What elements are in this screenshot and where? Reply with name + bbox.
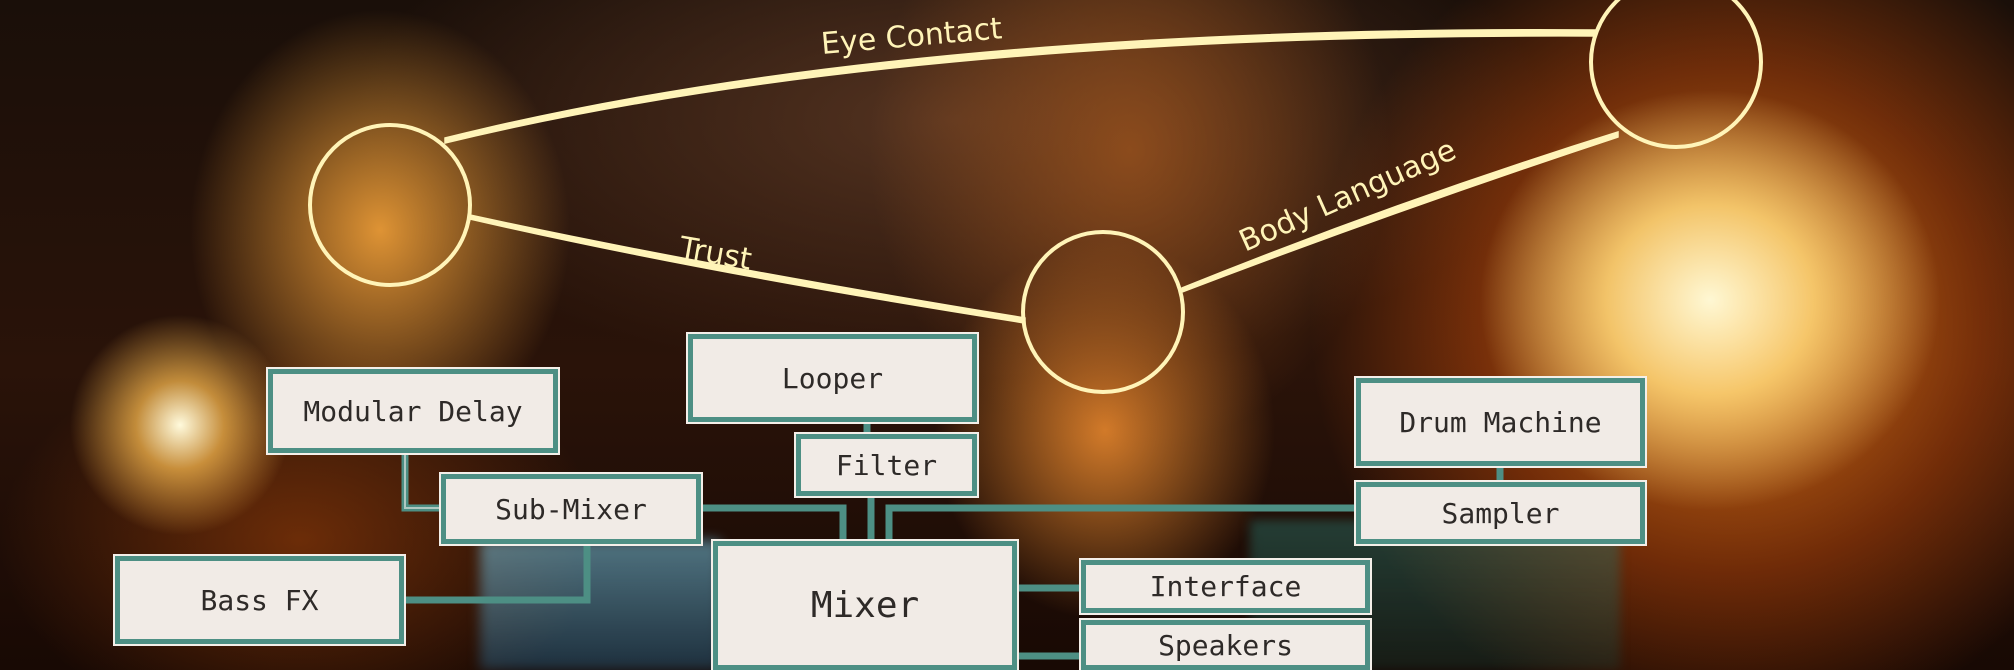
node-looper: Looper: [686, 332, 979, 424]
performer-left-circle: [308, 123, 472, 287]
connector-submixer-mixer: [699, 504, 847, 540]
connector-sampler-mixer: [885, 504, 1358, 540]
node-sub-mixer: Sub-Mixer: [439, 472, 703, 546]
performer-center-circle: [1021, 230, 1185, 394]
relation-line-body-language: [1181, 130, 1619, 294]
node-sampler: Sampler: [1354, 480, 1647, 546]
connector-delay-submixer: [401, 448, 444, 512]
node-speakers: Speakers: [1079, 618, 1372, 670]
laptop-screen-glow-left: [480, 540, 720, 670]
node-drum-machine: Drum Machine: [1354, 376, 1647, 468]
node-mixer: Mixer: [711, 539, 1019, 670]
node-bass-fx: Bass FX: [113, 554, 406, 646]
node-modular-delay: Modular Delay: [266, 367, 560, 455]
connector-bassfx-submixer: [402, 540, 591, 604]
relation-line-eye-contact: [444, 29, 1597, 144]
node-interface: Interface: [1079, 558, 1372, 615]
relation-label-trust: Trust: [676, 230, 755, 277]
node-filter: Filter: [794, 432, 979, 498]
performer-right-circle: [1589, 0, 1763, 149]
